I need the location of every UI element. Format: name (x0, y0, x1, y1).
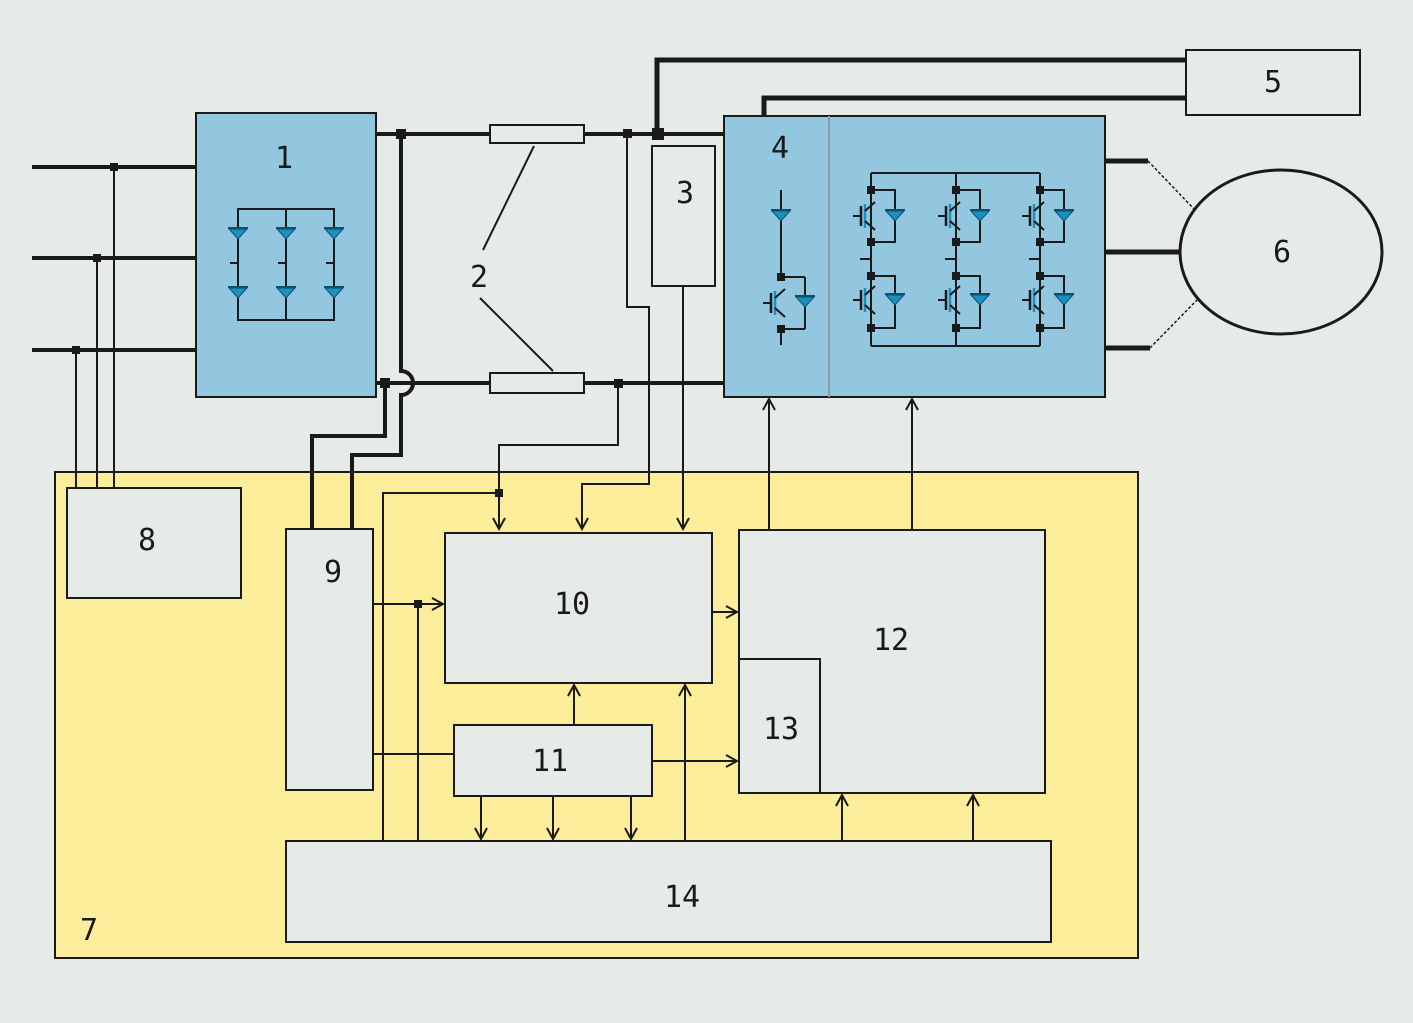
dc-bus-sense-to-9 (310, 134, 415, 529)
block-9 (285, 528, 374, 791)
sense-lines-to-10 (382, 134, 650, 841)
block-8 (66, 487, 242, 599)
diode-bridge-symbol (227, 208, 345, 321)
junction-dots-input (72, 163, 118, 354)
bridge-dots (867, 186, 1044, 332)
label-3: 3 (676, 176, 694, 211)
dc-bus (376, 132, 724, 385)
dc-resistor-bottom (489, 372, 585, 394)
leader-lines-2 (479, 145, 554, 372)
block-14 (285, 840, 1052, 943)
label-10: 10 (554, 587, 590, 622)
wires-to-5 (654, 57, 1186, 134)
label-7: 7 (80, 913, 98, 948)
block-5 (1185, 49, 1361, 116)
motor-leads (1105, 158, 1198, 351)
dc-resistor-top (489, 124, 585, 144)
block-13 (738, 658, 821, 794)
label-13: 13 (763, 712, 799, 747)
block-10 (444, 532, 713, 684)
inverter-block-4 (723, 115, 1106, 398)
label-4: 4 (771, 131, 789, 166)
label-2: 2 (470, 260, 488, 295)
label-11: 11 (532, 744, 568, 779)
junction-dot-604 (414, 600, 422, 608)
brake-dots (777, 273, 785, 333)
block-11 (453, 724, 653, 797)
label-6: 6 (1273, 235, 1291, 270)
label-5: 5 (1264, 65, 1282, 100)
motor-6 (1178, 168, 1384, 336)
junction-dot-493 (495, 489, 503, 497)
voltage-sense-taps (75, 167, 115, 488)
junction-dots-bus (380, 128, 664, 388)
label-8: 8 (138, 523, 156, 558)
label-9: 9 (324, 555, 342, 590)
block-3 (651, 145, 716, 287)
label-14: 14 (664, 880, 700, 915)
control-wiring (373, 399, 973, 841)
label-1: 1 (275, 141, 293, 176)
label-12: 12 (873, 623, 909, 658)
